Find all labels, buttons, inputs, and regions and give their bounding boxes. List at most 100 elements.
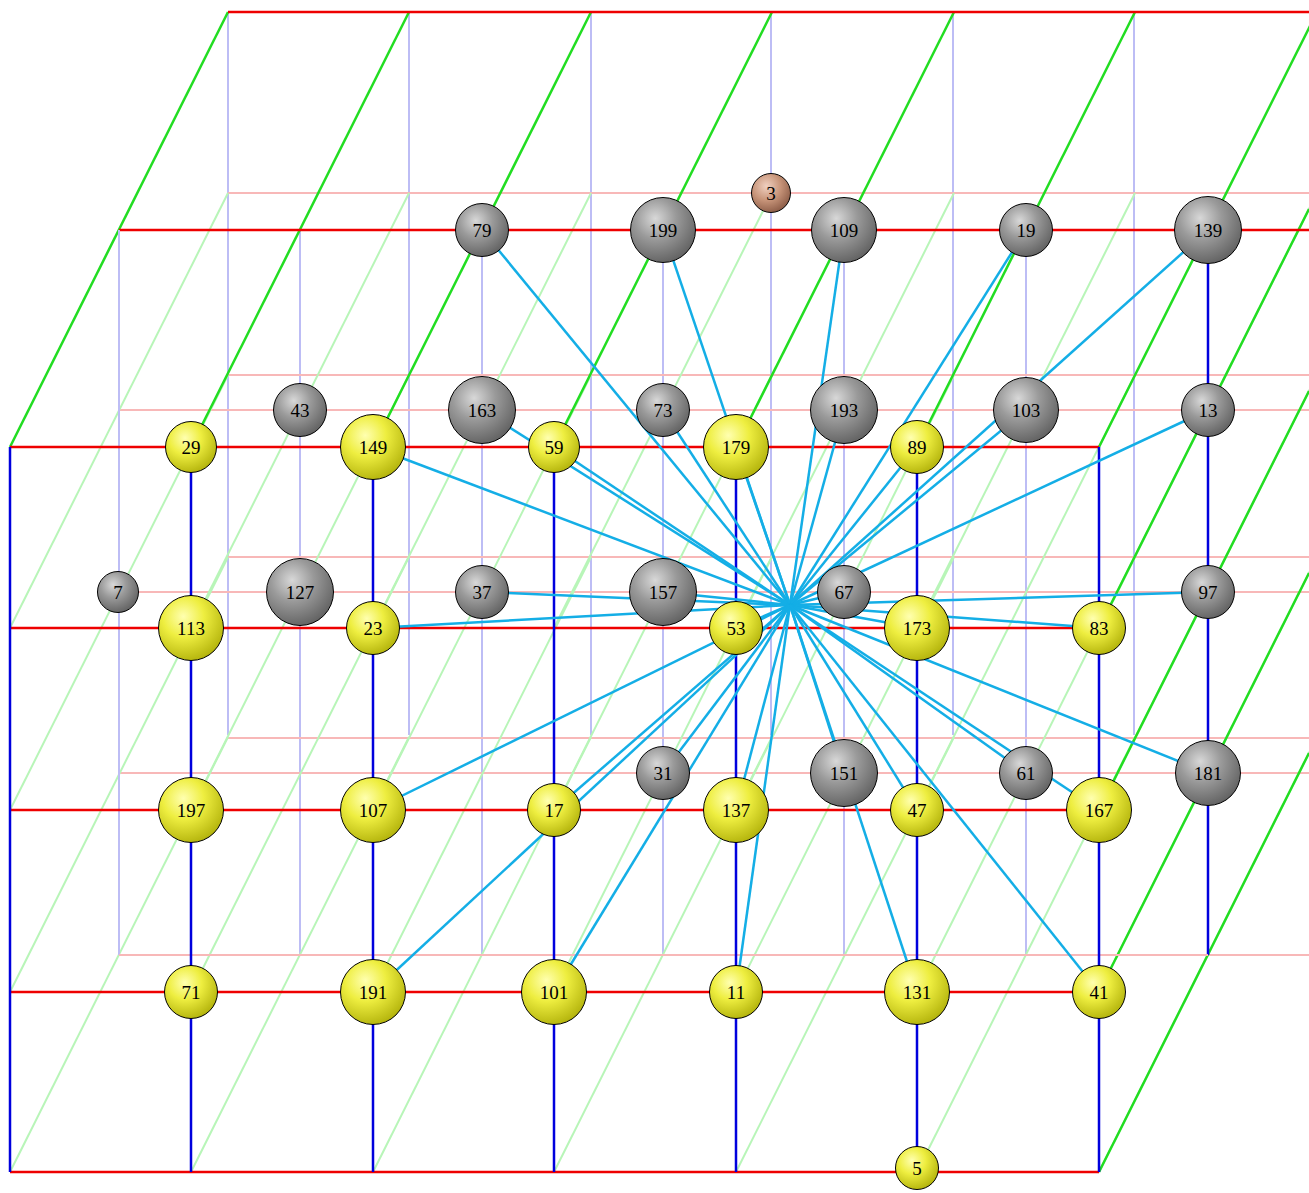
prime-number: 53 bbox=[727, 619, 746, 638]
prime-number: 37 bbox=[473, 583, 492, 602]
prime-number: 127 bbox=[286, 583, 315, 602]
prime-sphere: 29 bbox=[165, 421, 217, 473]
grid-line bbox=[554, 375, 772, 810]
grid-line bbox=[191, 193, 409, 628]
prime-number: 193 bbox=[830, 401, 859, 420]
prime-number: 61 bbox=[1017, 764, 1036, 783]
prime-sphere: 19 bbox=[999, 203, 1053, 257]
grid-line bbox=[1099, 557, 1309, 992]
prime-sphere: 191 bbox=[340, 959, 406, 1025]
prime-sphere: 163 bbox=[448, 376, 516, 444]
prime-sphere: 5 bbox=[895, 1146, 939, 1190]
grid-line bbox=[228, 737, 1309, 739]
prime-sphere: 59 bbox=[528, 421, 580, 473]
prime-sphere: 101 bbox=[521, 959, 587, 1025]
grid-line bbox=[119, 954, 1309, 956]
prime-number: 163 bbox=[468, 401, 497, 420]
prime-number: 41 bbox=[1090, 983, 1109, 1002]
prime-number: 13 bbox=[1199, 401, 1218, 420]
prime-sphere: 37 bbox=[455, 565, 509, 619]
prime-sphere: 109 bbox=[811, 197, 877, 263]
grid-line bbox=[119, 954, 1208, 956]
prime-number: 197 bbox=[177, 801, 206, 820]
prime-sphere: 79 bbox=[455, 203, 509, 257]
prime-sphere: 83 bbox=[1072, 601, 1126, 655]
prime-number: 47 bbox=[908, 801, 927, 820]
grid-line bbox=[191, 557, 409, 992]
ray-line bbox=[554, 605, 790, 992]
prime-number: 137 bbox=[722, 801, 751, 820]
prime-number: 19 bbox=[1017, 221, 1036, 240]
grid-edge bbox=[119, 229, 1309, 232]
grid-line bbox=[191, 375, 409, 810]
prime-number: 151 bbox=[830, 764, 859, 783]
prime-sphere: 67 bbox=[817, 565, 871, 619]
prime-number: 43 bbox=[291, 401, 310, 420]
prime-number: 157 bbox=[649, 583, 678, 602]
prime-sphere: 137 bbox=[703, 777, 769, 843]
prime-number: 199 bbox=[649, 221, 678, 240]
prime-number: 79 bbox=[473, 221, 492, 240]
prime-sphere: 103 bbox=[993, 377, 1059, 443]
prime-number: 179 bbox=[722, 438, 751, 457]
prime-number: 31 bbox=[654, 764, 673, 783]
prime-sphere: 173 bbox=[884, 595, 950, 661]
grid-edge bbox=[228, 11, 1309, 14]
grid-line bbox=[228, 374, 1309, 376]
grid-edge bbox=[1099, 573, 1309, 992]
prime-sphere: 13 bbox=[1181, 383, 1235, 437]
grid-line bbox=[736, 193, 954, 628]
prime-sphere: 179 bbox=[703, 414, 769, 480]
prime-number: 29 bbox=[182, 438, 201, 457]
prime-number: 23 bbox=[364, 619, 383, 638]
prime-sphere: 107 bbox=[340, 777, 406, 843]
prime-number: 191 bbox=[359, 983, 388, 1002]
grid-line bbox=[373, 375, 591, 810]
prime-sphere: 167 bbox=[1066, 777, 1132, 843]
ray-line bbox=[790, 605, 1099, 992]
prime-sphere: 47 bbox=[890, 783, 944, 837]
prime-number: 17 bbox=[545, 801, 564, 820]
prime-number: 173 bbox=[903, 619, 932, 638]
prime-sphere: 197 bbox=[158, 777, 224, 843]
prime-number: 107 bbox=[359, 801, 388, 820]
prime-number: 181 bbox=[1194, 764, 1223, 783]
prime-sphere: 43 bbox=[273, 383, 327, 437]
ray-line bbox=[373, 605, 790, 992]
grid-line bbox=[373, 193, 591, 628]
grid-edge bbox=[1099, 391, 1309, 810]
grid-line bbox=[228, 556, 1309, 558]
prime-sphere: 17 bbox=[527, 783, 581, 837]
prime-sphere: 23 bbox=[346, 601, 400, 655]
prime-sphere: 61 bbox=[999, 746, 1053, 800]
prime-number: 149 bbox=[359, 438, 388, 457]
prime-sphere: 149 bbox=[340, 414, 406, 480]
grid-edge bbox=[9, 447, 12, 1172]
prime-number: 67 bbox=[835, 583, 854, 602]
prime-number: 167 bbox=[1085, 801, 1114, 820]
prime-sphere: 151 bbox=[810, 739, 878, 807]
grid-line bbox=[119, 772, 1309, 774]
prime-sphere: 157 bbox=[629, 558, 697, 626]
grid-line bbox=[1099, 193, 1309, 628]
prime-sphere: 89 bbox=[890, 420, 944, 474]
prime-sphere: 139 bbox=[1174, 196, 1242, 264]
grid-line bbox=[1099, 375, 1309, 810]
prime-number: 113 bbox=[177, 619, 205, 638]
prime-sphere: 97 bbox=[1181, 565, 1235, 619]
prime-number: 7 bbox=[113, 583, 123, 602]
prime-number: 73 bbox=[654, 401, 673, 420]
prime-sphere: 113 bbox=[158, 595, 224, 661]
prime-number: 5 bbox=[912, 1159, 922, 1178]
prime-sphere: 53 bbox=[709, 601, 763, 655]
prime-sphere: 7 bbox=[97, 571, 139, 613]
prime-sphere: 193 bbox=[810, 376, 878, 444]
grid-line bbox=[554, 193, 772, 628]
ray-line bbox=[482, 230, 790, 605]
prime-number: 59 bbox=[545, 438, 564, 457]
prime-number: 89 bbox=[908, 438, 927, 457]
prime-number: 139 bbox=[1194, 221, 1223, 240]
prime-number: 131 bbox=[903, 983, 932, 1002]
prime-number: 83 bbox=[1090, 619, 1109, 638]
